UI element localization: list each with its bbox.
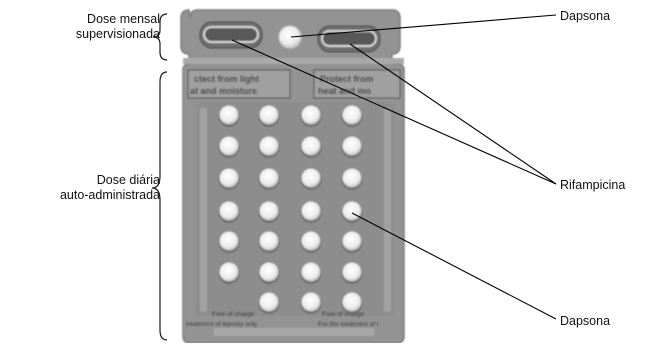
pack-text-br-1: Free of charge [322,311,365,318]
card-separator [183,58,404,64]
pack-text-tl-2: at and moisture [190,86,257,96]
daily-pill [220,137,239,156]
daily-pill [302,293,321,312]
right-rail [384,108,391,312]
blister-card [181,10,404,343]
daily-pill [220,106,239,125]
daily-pill [302,232,321,251]
label-monthly-line2: supervisionada [76,27,160,42]
daily-pill [343,137,362,156]
daily-pill [220,232,239,251]
label-daily-dose: Dose diária auto-administrada [60,173,160,203]
label-dapsona-bottom: Dapsona [560,314,610,329]
daily-pill [260,169,279,188]
monthly-dose-blisters [200,22,380,52]
daily-pill [302,137,321,156]
pack-warning-left: ctect from light at and moisture [188,70,290,98]
pack-warning-right: Protect from heat and mo [314,70,400,98]
daily-pill [220,169,239,188]
brace-daily [152,72,167,340]
daily-pill [260,106,279,125]
pack-text-br-2: For the treatment of l [318,321,379,328]
daily-pill [343,202,362,221]
daily-pill [260,202,279,221]
daily-pill [260,263,279,282]
bottom-strip [214,328,374,336]
pack-text-bl-1: Free of charge [212,311,255,318]
dapsona-monthly-tablet [279,26,301,48]
daily-pill [302,202,321,221]
pack-text-tr-2: heat and mo [318,86,372,96]
daily-pill [302,263,321,282]
label-rifampicina: Rifampicina [560,178,625,193]
daily-pill [260,232,279,251]
daily-pill [343,169,362,188]
daily-pill [343,106,362,125]
label-daily-line1: Dose diária [60,173,160,188]
label-daily-line2: auto-administrada [60,188,160,203]
label-monthly-dose: Dose mensal supervisionada [76,12,160,42]
label-dapsona-top: Dapsona [560,9,610,24]
label-monthly-line1: Dose mensal [76,12,160,27]
daily-pill [343,263,362,282]
daily-pill [302,106,321,125]
pack-text-bl-2: treatment of leprosy only [186,321,258,328]
daily-pill [220,202,239,221]
pack-text-tl-1: ctect from light [194,74,259,84]
daily-pill [260,293,279,312]
left-rail [200,108,207,312]
daily-pill [220,263,239,282]
daily-pill [302,169,321,188]
daily-pill [260,137,279,156]
capsule-left [204,27,258,42]
daily-pill [343,293,362,312]
daily-pill [343,232,362,251]
